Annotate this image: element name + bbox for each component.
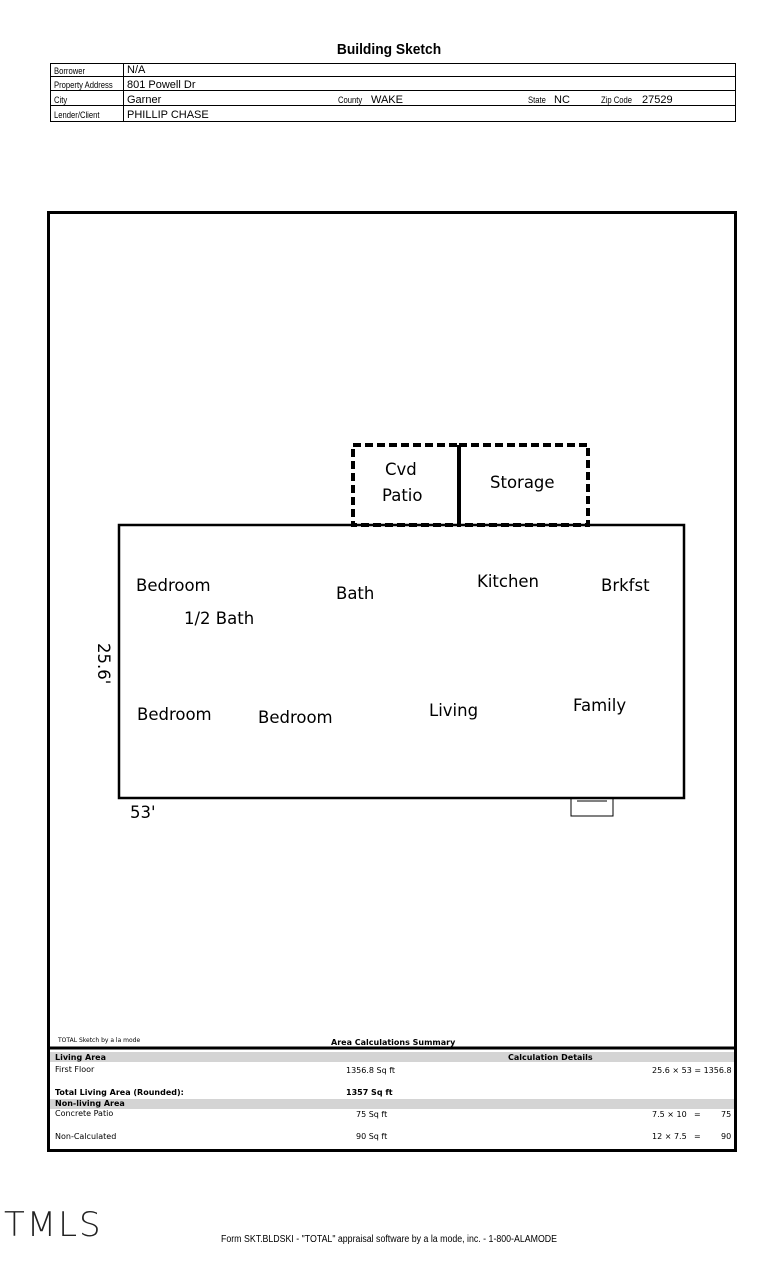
sketch-frame bbox=[47, 211, 737, 1152]
concrete-patio-label: Concrete Patio bbox=[55, 1109, 114, 1118]
non-calculated-result: 90 bbox=[721, 1132, 732, 1141]
room-label-family: Family bbox=[573, 696, 626, 715]
non-living-area-band bbox=[50, 1099, 734, 1109]
concrete-patio-calc: 7.5 × 10 bbox=[652, 1110, 687, 1119]
city-label: City bbox=[54, 95, 68, 105]
page-title: Building Sketch bbox=[336, 41, 442, 58]
state-value: NC bbox=[554, 94, 570, 106]
city-value: Garner bbox=[127, 94, 162, 106]
non-calculated-label: Non-Calculated bbox=[55, 1132, 117, 1141]
watermark-logo: TMLS bbox=[4, 1205, 103, 1245]
area-calculations: Living Area Calculation Details First Fl… bbox=[50, 1049, 734, 1149]
state-label: State bbox=[528, 95, 546, 105]
room-label-bedroom: Bedroom bbox=[258, 708, 333, 727]
address-value: 801 Powell Dr bbox=[127, 79, 196, 91]
room-label-bedroom: Bedroom bbox=[136, 576, 211, 595]
non-calculated-calc: 12 × 7.5 bbox=[652, 1132, 687, 1141]
lender-value: PHILLIP CHASE bbox=[127, 109, 209, 121]
city-row: City Garner County WAKE State NC Zip Cod… bbox=[51, 93, 735, 106]
zip-value: 27529 bbox=[642, 94, 673, 106]
zip-label: Zip Code bbox=[601, 95, 633, 105]
room-label-kitchen: Kitchen bbox=[477, 572, 539, 591]
living-area-label: Living Area bbox=[55, 1053, 106, 1062]
sketch-credit: TOTAL Sketch by a la mode bbox=[58, 1037, 141, 1044]
borrower-row: Borrower N/A bbox=[51, 64, 735, 77]
first-floor-label: First Floor bbox=[55, 1065, 95, 1074]
living-area-band bbox=[50, 1052, 734, 1062]
first-floor-value: 1356.8 Sq ft bbox=[346, 1066, 396, 1075]
room-label-brkfst: Brkfst bbox=[601, 576, 650, 595]
address-row: Property Address 801 Powell Dr bbox=[51, 78, 735, 91]
covered-patio-outline bbox=[351, 443, 461, 527]
borrower-label: Borrower bbox=[54, 66, 86, 76]
header-table: Borrower N/A Property Address 801 Powell… bbox=[50, 63, 736, 122]
room-label-half-bath: 1/2 Bath bbox=[184, 609, 254, 628]
borrower-value: N/A bbox=[127, 64, 146, 76]
county-value: WAKE bbox=[371, 94, 403, 106]
concrete-patio-result: 75 bbox=[721, 1110, 732, 1119]
room-label-living: Living bbox=[429, 701, 478, 720]
room-label-patio: Patio bbox=[382, 486, 422, 505]
concrete-patio-equals: = bbox=[694, 1110, 701, 1119]
concrete-patio-value: 75 Sq ft bbox=[356, 1110, 388, 1119]
room-label-bath: Bath bbox=[336, 584, 374, 603]
area-summary-title: Area Calculations Summary bbox=[331, 1038, 456, 1047]
address-label: Property Address bbox=[54, 80, 113, 90]
room-label-cvd: Cvd bbox=[385, 460, 417, 479]
non-calculated-value: 90 Sq ft bbox=[356, 1132, 388, 1141]
first-floor-calc: 25.6 × 53 = 1356.8 bbox=[652, 1066, 732, 1075]
form-footer: Form SKT.BLDSKI - "TOTAL" appraisal soft… bbox=[220, 1234, 558, 1245]
header-divider bbox=[123, 64, 124, 122]
total-living-area-label: Total Living Area (Rounded): bbox=[55, 1088, 184, 1097]
room-label-bedroom: Bedroom bbox=[137, 705, 212, 724]
house-outline bbox=[117, 523, 686, 800]
lender-label: Lender/Client bbox=[54, 110, 100, 120]
calc-details-label: Calculation Details bbox=[508, 1053, 593, 1062]
non-calculated-equals: = bbox=[694, 1132, 701, 1141]
dimension-bottom: 53' bbox=[130, 803, 156, 822]
lender-row: Lender/Client PHILLIP CHASE bbox=[51, 107, 735, 121]
stoop-outline bbox=[570, 797, 614, 817]
dimension-side: 25.6' bbox=[94, 643, 113, 684]
total-living-area-value: 1357 Sq ft bbox=[346, 1088, 393, 1097]
room-label-storage: Storage bbox=[490, 473, 555, 492]
county-label: County bbox=[338, 95, 363, 105]
non-living-area-label: Non-living Area bbox=[55, 1099, 125, 1108]
